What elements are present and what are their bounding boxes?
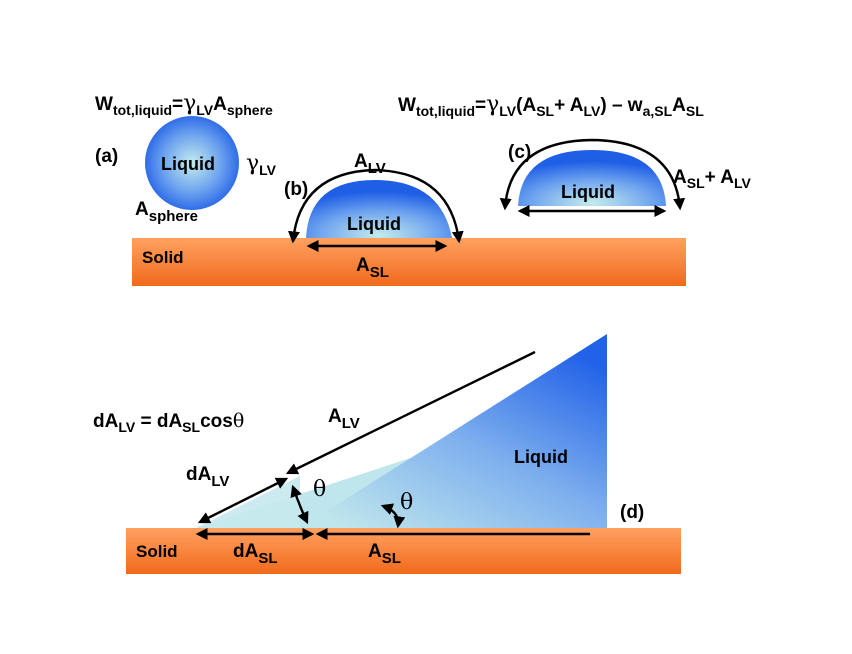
panel-c-label: (c) [508, 142, 531, 163]
asl-label-d: ASL [368, 541, 401, 567]
theta-label-2: θ [400, 490, 413, 515]
panel-d-label: (d) [620, 502, 644, 523]
theta-label-1: θ [313, 477, 326, 502]
equation-a: Wtot,liquid=γLVAsphere [95, 91, 273, 118]
dasl-label: dASL [233, 541, 278, 567]
drop-b-liquid-label: Liquid [347, 214, 401, 234]
theta-arc-2 [380, 503, 406, 529]
alv-arc-c [499, 138, 686, 211]
equation-c: Wtot,liquid=γLV(ASL+ ALV) – wa,SLASL [398, 92, 704, 119]
alv-line-d [285, 350, 536, 475]
panel-a-label: (a) [95, 146, 118, 167]
drop-c [518, 150, 666, 206]
wedge-liquid-label: Liquid [514, 447, 568, 467]
liquid-wedge [300, 334, 607, 528]
alv-arc-b [288, 168, 464, 244]
sphere-liquid-label: Liquid [161, 154, 215, 174]
alv-label-d: ALV [328, 406, 360, 432]
drop-b [306, 180, 452, 238]
solid-label-bottom: Solid [136, 542, 178, 561]
dalv-arrow [197, 477, 289, 524]
dalv-label: dALV [186, 464, 229, 490]
alv-label-b: ALV [354, 151, 386, 177]
liquid-sphere [145, 116, 239, 210]
asl-label-b: ASL [356, 255, 389, 281]
solid-label-top: Solid [142, 248, 184, 267]
theta-arc-1 [290, 484, 309, 525]
asl-plus-alv-label: ASL+ ALV [673, 167, 752, 191]
gamma-lv-label: γLV [246, 151, 277, 178]
drop-c-liquid-label: Liquid [561, 182, 615, 202]
equation-d: dALV = dASLcosθ [93, 410, 244, 435]
a-sphere-label: Asphere [135, 199, 198, 225]
panel-b-label: (b) [284, 179, 308, 200]
